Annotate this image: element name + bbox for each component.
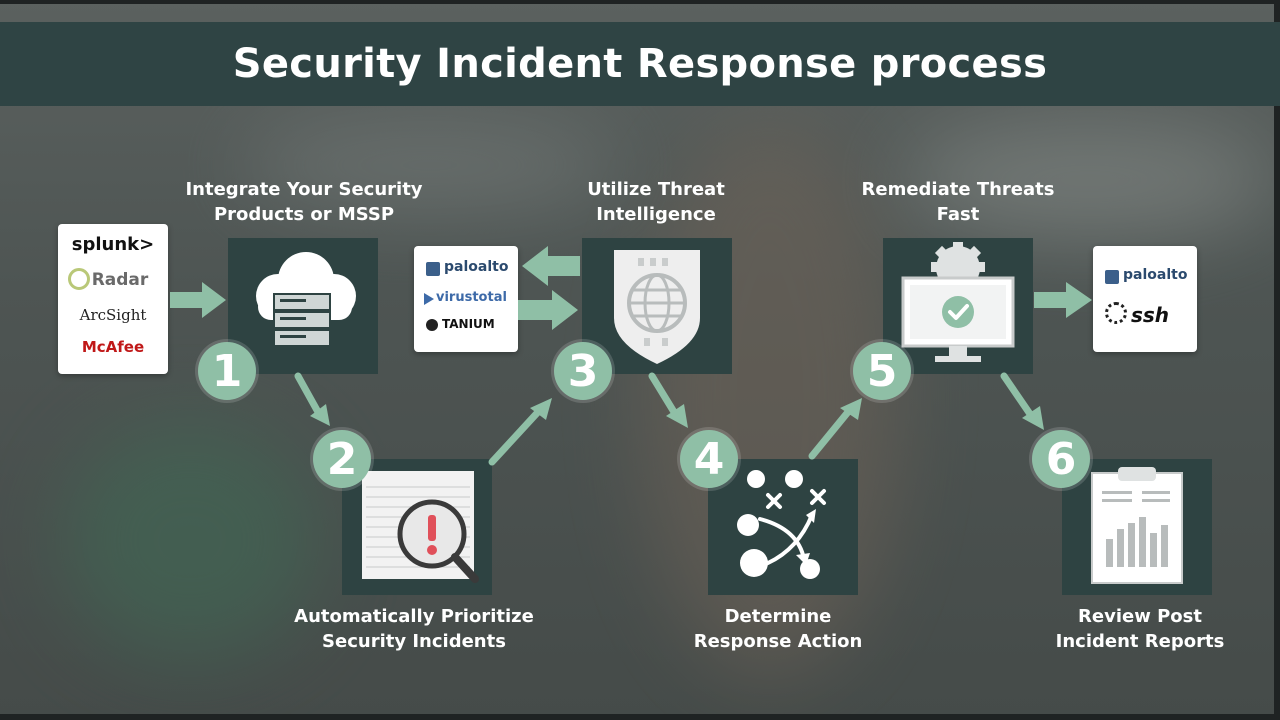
step-1-label: Integrate Your Security Products or MSSP [164,177,444,227]
step-4-label: Determine Response Action [638,604,918,654]
remediation-logos: paloalto ssh [1093,246,1197,352]
step-2-label-line2: Security Incidents [322,631,506,652]
radar-logo-text: Radar [91,270,149,290]
arrowhead-4-5 [840,398,862,420]
connector-lines [294,372,1034,466]
step-2-label-line1: Automatically Prioritize [294,606,534,627]
arrowhead-3-4 [666,404,688,428]
radar-logo: Radar [58,268,168,290]
virustotal-logo: virustotal [436,290,507,305]
tanium-icon [426,319,438,331]
step-6-label-line1: Review Post [1078,606,1202,627]
arrowhead-1-2 [310,404,330,426]
ssh-logo: ssh [1131,303,1170,327]
step-5-label-line1: Remediate Threats [861,179,1055,200]
magnifier-alert-icon [362,471,479,583]
shield-globe-icon [614,250,700,364]
paloalto-logo: paloalto [1123,267,1188,283]
arrowhead-5-6 [1022,406,1044,430]
ssh-icon [1105,302,1127,324]
arrow-threat-logos-to-step3 [518,290,578,330]
paloalto-icon [426,262,440,276]
step-1-number: 1 [198,342,256,400]
step-1-box [228,238,378,374]
step-6-label: Review Post Incident Reports [1000,604,1280,654]
arcsight-logo: ArcSight [79,306,147,324]
virustotal-icon [424,293,434,305]
step-5-label: Remediate Threats Fast [818,177,1098,227]
step-5-number: 5 [853,342,911,400]
connector-4-5 [808,408,852,460]
background-blur [900,120,1280,240]
step-4-label-line2: Response Action [693,631,863,652]
frame-bottom [0,714,1280,720]
step-3-label-line1: Utilize Threat [587,179,725,200]
clipboard-report-icon [1091,467,1183,584]
threat-intel-logos: paloalto virustotal TANIUM [414,246,518,352]
tanium-logo: TANIUM [442,317,495,331]
step-3-number: 3 [554,342,612,400]
title-bar: Security Incident Response process [0,22,1280,106]
frame-top [0,0,1280,4]
background-blur [60,420,320,660]
step-6-box [1062,459,1212,595]
step-5-box [883,238,1033,374]
background-blur [240,120,620,210]
connector-3-4 [648,372,678,416]
connector-heads [310,398,1044,430]
playbook-strategy-icon [737,470,826,579]
step-6-label-line2: Incident Reports [1055,631,1225,652]
paloalto-icon [1105,270,1119,284]
frame-right [1274,0,1280,720]
gear-monitor-check-icon [901,242,1015,362]
arrow-step3-to-threat-logos [522,246,580,286]
arrow-step5-to-remediate-logos [1034,282,1092,318]
step-5-label-line2: Fast [936,204,980,225]
step-4-number: 4 [680,430,738,488]
connector-5-6 [1000,372,1034,418]
step-2-number: 2 [313,430,371,488]
step-4-label-line1: Determine [724,606,832,627]
splunk-logo: splunk> [71,234,155,255]
radar-icon [68,268,90,290]
step-2-box [342,459,492,595]
page-title: Security Incident Response process [232,41,1048,87]
connector-2-3 [488,408,542,466]
arrowhead-2-3 [530,398,552,420]
cloud-server-icon [256,252,356,347]
step-1-label-line1: Integrate Your Security [185,179,423,200]
connector-1-2 [294,372,322,416]
step-3-box [582,238,732,374]
step-3-label: Utilize Threat Intelligence [516,177,796,227]
step-4-box [708,459,858,595]
step-3-label-line2: Intelligence [596,204,716,225]
security-products-logos: splunk> Radar ArcSight McAfee [58,224,168,374]
step-2-label: Automatically Prioritize Security Incide… [274,604,554,654]
arrow-logos-to-step1 [170,282,226,318]
paloalto-logo: paloalto [444,259,509,275]
arrows [170,246,1092,330]
step-1-label-line2: Products or MSSP [213,204,395,225]
step-6-number: 6 [1032,430,1090,488]
mcafee-logo: McAfee [81,338,145,356]
